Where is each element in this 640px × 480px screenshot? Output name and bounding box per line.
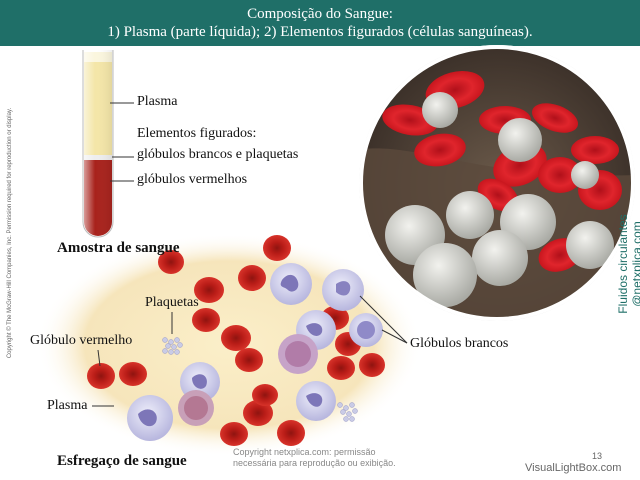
copyright-vertical: Copyright © The McGraw-Hill Companies, I… (7, 107, 13, 359)
blood-smear (36, 233, 422, 457)
title-banner: Composição do Sangue: 1) Plasma (parte l… (0, 0, 640, 46)
watermark: VisualLightBox.com (525, 462, 622, 474)
smear-rbcs (87, 235, 385, 446)
wbc-platelets-label: glóbulos brancos e plaquetas (137, 147, 299, 162)
smear-rbc-label: Glóbulo vermelho (30, 333, 133, 348)
formed-elements-label: Elementos figurados: (137, 126, 257, 141)
site-vertical: Fluidos circulantes @netxplica.com (616, 214, 640, 314)
test-tube (82, 50, 114, 238)
plasma-label: Plasma (137, 94, 178, 109)
rbc-label: glóbulos vermelhos (137, 172, 248, 187)
permission-line-2: necessária para reprodução ou exibição. (233, 458, 396, 468)
sem-micrograph (359, 45, 635, 321)
smear-wbcs (127, 263, 383, 441)
title-line-1: Composição do Sangue: (247, 6, 393, 22)
permission-line-1: Copyright netxplica.com: permissão (233, 447, 376, 457)
smear-plasma-label: Plasma (47, 398, 88, 413)
smear-wbc-label: Glóbulos brancos (410, 336, 509, 351)
title-line-2: 1) Plasma (parte líquida); 2) Elementos … (107, 24, 533, 40)
smear-platelets (162, 337, 358, 422)
platelets-label: Plaquetas (145, 295, 199, 310)
blood-sample-caption: Amostra de sangue (57, 240, 180, 256)
blood-smear-caption: Esfregaço de sangue (57, 453, 187, 469)
permission-note: Copyright netxplica.com: permissão neces… (233, 447, 396, 469)
page-number: 13 (592, 451, 603, 461)
